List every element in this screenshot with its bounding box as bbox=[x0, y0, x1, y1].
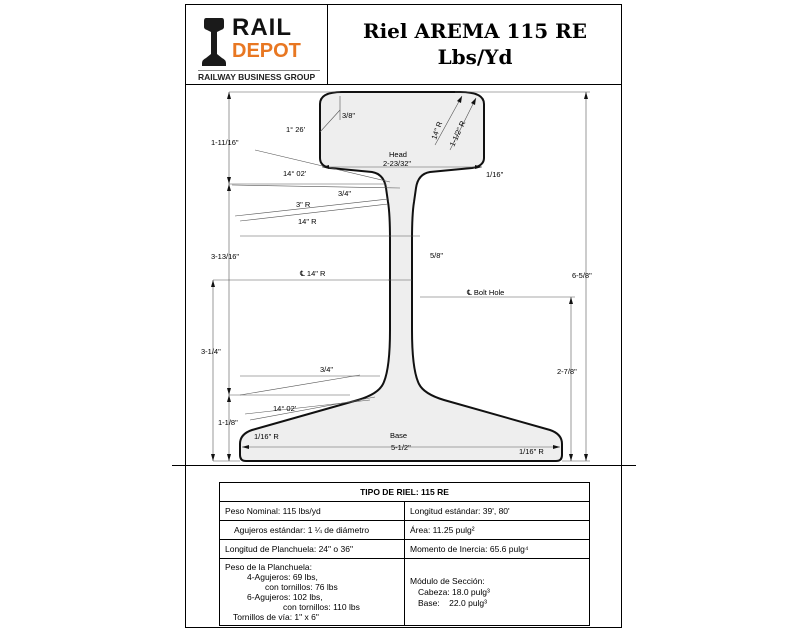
peso-4-con-tornillos: con tornillos: 76 lbs bbox=[265, 582, 338, 592]
dim-1-16-r-right: 1/16" R bbox=[519, 447, 544, 456]
dim-1-26-angle: 1° 26' bbox=[286, 125, 306, 134]
dim-3-8: 3/8" bbox=[342, 111, 355, 120]
peso-planchuela-title: Peso de la Planchuela: bbox=[225, 562, 312, 572]
modulo-base: Base: 22.0 pulg³ bbox=[418, 597, 487, 608]
dim-3-4-bottom: 3/4" bbox=[320, 365, 333, 374]
rail-profile-outline bbox=[239, 91, 563, 462]
base-width: 5-1/2" bbox=[391, 443, 411, 452]
modulo-seccion-cell: Módulo de Sección: Cabeza: 18.0 pulg³ Ba… bbox=[404, 558, 590, 626]
longitud-planchuela-cell: Longitud de Planchuela: 24" o 36" bbox=[219, 539, 405, 559]
logo-rail-text: RAIL bbox=[232, 14, 292, 41]
peso-4-agujeros: 4-Agujeros: 69 lbs, bbox=[247, 572, 318, 582]
dim-3-4-top: 3/4" bbox=[338, 189, 351, 198]
dim-5-8: 5/8" bbox=[430, 251, 443, 260]
logo-subtitle: RAILWAY BUSINESS GROUP bbox=[198, 70, 320, 82]
centerline-14-r: ℄ 14" R bbox=[299, 269, 326, 278]
rail-depot-logo bbox=[197, 12, 320, 82]
dim-14-02-top: 14° 02' bbox=[283, 169, 307, 178]
centerline-bolt-hole: ℄ Bolt Hole bbox=[466, 288, 504, 297]
dim-1-1-8: 1-1/8" bbox=[218, 418, 238, 427]
header-divider bbox=[327, 4, 328, 84]
tornillos-de-via: Tornillos de vía: 1" x 6" bbox=[233, 612, 319, 622]
dim-14-02-bottom: 14° 02' bbox=[273, 404, 297, 413]
dim-14-r-web: 14" R bbox=[298, 217, 317, 226]
modulo-cabeza: Cabeza: 18.0 pulg³ bbox=[418, 586, 490, 597]
peso-nominal-cell: Peso Nominal: 115 lbs/yd bbox=[219, 501, 405, 521]
dim-2-7-8: 2-7/8" bbox=[557, 367, 577, 376]
peso-6-con-tornillos: con tornillos: 110 lbs bbox=[283, 602, 360, 612]
dim-3-13-16: 3-13/16" bbox=[211, 252, 239, 261]
table-row: Peso Nominal: 115 lbs/yd Longitud estánd… bbox=[219, 501, 590, 521]
base-label: Base bbox=[390, 431, 407, 440]
table-row: Peso de la Planchuela: 4-Agujeros: 69 lb… bbox=[219, 558, 590, 626]
peso-planchuela-cell: Peso de la Planchuela: 4-Agujeros: 69 lb… bbox=[219, 558, 405, 626]
drawing-extend-right bbox=[622, 465, 636, 466]
title-line-2: Lbs/Yd bbox=[437, 45, 513, 69]
table-row: Longitud de Planchuela: 24" o 36" Moment… bbox=[219, 539, 590, 559]
table-row: Agujeros estándar: 1 ¼ de diámetro Área:… bbox=[219, 520, 590, 540]
table-row: TIPO DE RIEL: 115 RE bbox=[219, 482, 590, 502]
momento-inercia-cell: Momento de Inercia: 65.6 pulg⁴ bbox=[404, 539, 590, 559]
dim-1-16-top: 1/16" bbox=[486, 170, 504, 179]
longitud-estandar-cell: Longitud estándar: 39', 80' bbox=[404, 501, 590, 521]
dim-1-16-r-left: 1/16" R bbox=[254, 432, 279, 441]
area-cell: Área: 11.25 pulg² bbox=[404, 520, 590, 540]
logo-depot-text: DEPOT bbox=[232, 40, 301, 62]
head-width: 2-23/32" bbox=[383, 159, 411, 168]
drawing-bottom-line bbox=[185, 465, 622, 466]
modulo-title: Módulo de Sección: bbox=[410, 575, 485, 586]
dim-6-5-8: 6-5/8" bbox=[572, 271, 592, 280]
dim-3-r: 3" R bbox=[296, 200, 311, 209]
dim-1-11-16: 1-11/16" bbox=[211, 138, 239, 147]
rail-profile-logo-icon bbox=[202, 18, 226, 66]
head-label: Head bbox=[389, 150, 407, 159]
agujeros-cell: Agujeros estándar: 1 ¼ de diámetro bbox=[219, 520, 405, 540]
title-line-1: Riel AREMA 115 RE bbox=[362, 19, 588, 43]
table-header: TIPO DE RIEL: 115 RE bbox=[219, 482, 590, 502]
spec-table: TIPO DE RIEL: 115 RE Peso Nominal: 115 l… bbox=[219, 482, 590, 626]
page-title: Riel AREMA 115 RE Lbs/Yd bbox=[330, 18, 620, 70]
header-bottom-line bbox=[185, 84, 622, 85]
drawing-extend-left bbox=[172, 465, 186, 466]
spec-sheet bbox=[185, 4, 622, 628]
dim-3-1-4: 3-1/4" bbox=[201, 347, 221, 356]
peso-6-agujeros: 6-Agujeros: 102 lbs, bbox=[247, 592, 323, 602]
